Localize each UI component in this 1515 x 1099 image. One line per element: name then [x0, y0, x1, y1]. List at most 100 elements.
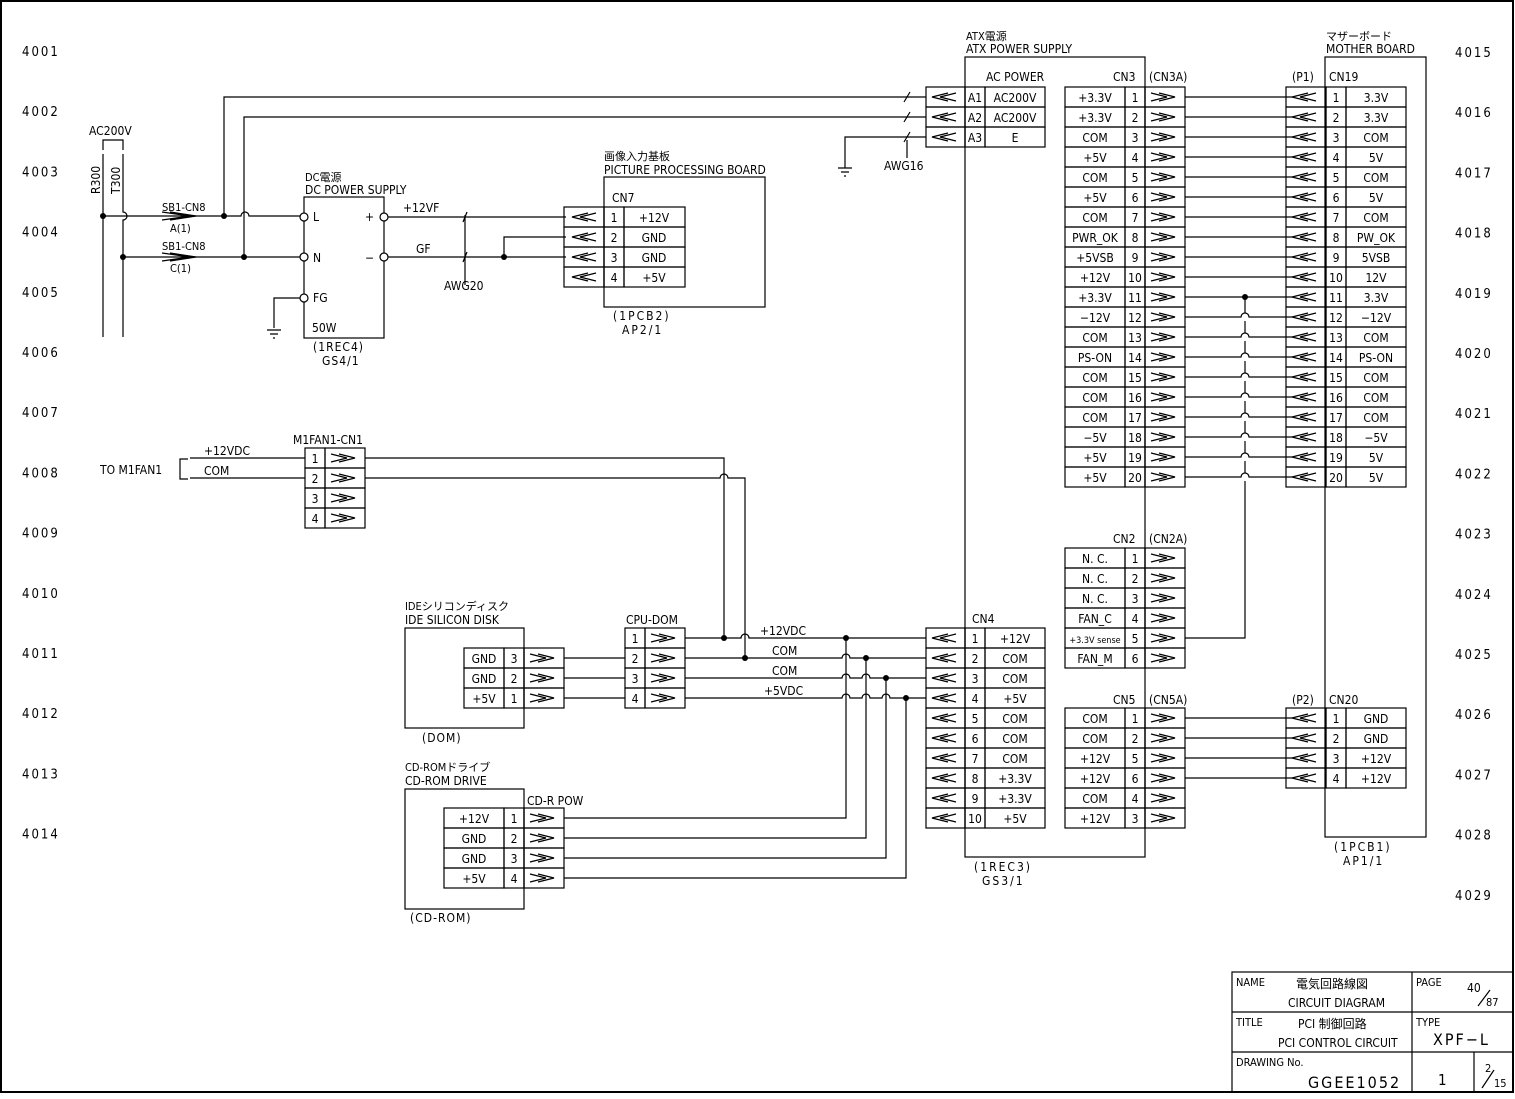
cpu-dom-pin-number: 1: [632, 632, 639, 646]
cn4-socket-cell: [925, 807, 966, 829]
cn4-pin-signal: +12V: [1000, 632, 1031, 646]
p2-label: (P2): [1292, 693, 1314, 707]
plug-icon: [1150, 773, 1176, 783]
dc-ps-ref: (1REC4): [313, 340, 364, 354]
ac-socket-cell: [925, 126, 966, 148]
socket-icon: [1291, 172, 1317, 182]
fan-pin-number: 3: [312, 492, 319, 506]
plug-icon: [330, 513, 356, 523]
cn3-pin-signal: +5V: [1083, 191, 1107, 205]
plug-icon: [1150, 152, 1176, 162]
cn19-pin-number: 12: [1329, 311, 1343, 325]
socket-icon: [571, 252, 597, 262]
cdrom-connector-label: CD-R POW: [527, 794, 584, 808]
row-ref: 4028: [1455, 829, 1493, 844]
wire-l: [103, 211, 303, 217]
plug-icon: [1150, 653, 1176, 663]
socket-icon: [931, 693, 957, 703]
atx-sheet-ref: GS3/1: [982, 874, 1025, 888]
socket-icon: [931, 673, 957, 683]
cn19-pin-number: 16: [1329, 391, 1343, 405]
socket-icon: [931, 753, 957, 763]
plug-icon: [1150, 753, 1176, 763]
ide-pin-number: 3: [511, 652, 518, 666]
cn7-pin-signal: GND: [642, 251, 667, 265]
socket-icon: [931, 112, 957, 122]
cn4-pin-number: 6: [972, 732, 979, 746]
picture-processing-board: 画像入力基板 PICTURE PROCESSING BOARD CN7 1+12…: [563, 149, 766, 337]
row-ref: 4017: [1455, 166, 1493, 181]
cn4-pin-number: 2: [972, 652, 979, 666]
cn20-signal-cell: [1345, 767, 1407, 789]
terminal-minus: [379, 252, 389, 262]
picture-board-title-en: PICTURE PROCESSING BOARD: [604, 163, 766, 177]
tb-title-label: TITLE: [1235, 1016, 1263, 1029]
cn19-pin-number: 9: [1333, 251, 1340, 265]
cn19-pin-signal: −5V: [1364, 431, 1388, 445]
tb-sheet-num: 2: [1485, 1062, 1491, 1075]
row-ref: 4002: [22, 105, 60, 120]
cn3-pin-number: 6: [1132, 191, 1139, 205]
wires-cn3-to-cn19: [1185, 96, 1292, 639]
cn2-pin-number: 5: [1132, 632, 1139, 646]
junction-dot: [501, 254, 507, 260]
cn4-pin-signal: COM: [1002, 732, 1027, 746]
wire-ac-to-atx-a1: [223, 96, 926, 216]
plug-icon: [1150, 272, 1176, 282]
cn3-pin-signal: +12V: [1080, 271, 1111, 285]
cn20-pin-signal: GND: [1364, 712, 1389, 726]
cn3-pin-signal: +5V: [1083, 451, 1107, 465]
row-ref: 4021: [1455, 407, 1493, 422]
bus-label-com-1: COM: [772, 644, 797, 658]
ac-pin-signal: E: [1012, 131, 1019, 145]
cn2-pin-signal: +3.3V sense: [1069, 636, 1120, 646]
ide-pin-signal: GND: [472, 652, 497, 666]
cn20-pin-signal: GND: [1364, 732, 1389, 746]
bus-label-12vdc: +12VDC: [760, 624, 806, 638]
cn3-pin-number: 19: [1128, 451, 1142, 465]
plug-icon: [1150, 793, 1176, 803]
socket-icon: [931, 793, 957, 803]
socket-icon: [931, 633, 957, 643]
ac-bracket: [102, 139, 124, 150]
row-ref: 4026: [1455, 708, 1493, 723]
row-references-left: 4001400240034004400540064007400840094010…: [22, 45, 60, 843]
wire-label-12vf: +12VF: [403, 201, 439, 215]
socket-icon: [931, 713, 957, 723]
cn2-pin-signal: N. C.: [1082, 572, 1108, 586]
wire-com-2: [685, 673, 926, 679]
ac-pin-signal: AC200V: [994, 111, 1037, 125]
cn3-pin-signal: +5V: [1083, 471, 1107, 485]
cn4-pin-signal: COM: [1002, 652, 1027, 666]
cpu-dom-pin-number: 2: [632, 652, 639, 666]
socket-icon: [1291, 713, 1317, 723]
cn5-pin-signal: +12V: [1080, 752, 1111, 766]
cn19-pin-signal: PW_OK: [1357, 231, 1396, 245]
ac-socket-cell: [925, 106, 966, 128]
plug-icon: [1150, 252, 1176, 262]
atx-title-jp: ATX電源: [966, 29, 1007, 43]
cn7-label: CN7: [612, 191, 634, 205]
plug-icon: [1150, 573, 1176, 583]
socket-icon: [1291, 192, 1317, 202]
picture-board-title-jp: 画像入力基板: [604, 149, 670, 163]
ide-title-jp: IDEシリコンディスク: [405, 599, 509, 613]
connector-sb1-cn8-c: SB1-CN8: [162, 240, 206, 253]
cn5-pin-number: 2: [1132, 732, 1139, 746]
cn5-pin-signal: COM: [1082, 712, 1107, 726]
cn20-pin-number: 1: [1333, 712, 1340, 726]
cn3-pin-signal: COM: [1082, 391, 1107, 405]
plug-icon: [1150, 633, 1176, 643]
cd-pin-number: 3: [511, 852, 518, 866]
plug-icon: [1150, 112, 1176, 122]
dc-ps-box: [303, 196, 385, 339]
fan-wire-12vdc: +12VDC: [204, 444, 250, 458]
ide-title-en: IDE SILICON DISK: [405, 613, 500, 627]
cn3-pin-number: 4: [1132, 151, 1139, 165]
wire-com-1: [685, 653, 926, 659]
cn5-pin-number: 4: [1132, 792, 1139, 806]
row-ref: 4025: [1455, 648, 1493, 663]
dc-ps-rating: 50W: [312, 321, 337, 335]
